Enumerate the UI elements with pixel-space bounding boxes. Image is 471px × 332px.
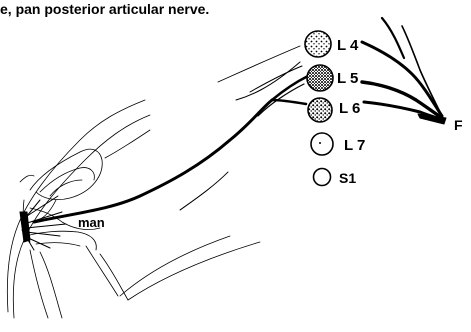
root-l4-circle [305,31,331,57]
root-l5-circle [307,65,333,91]
root-l7-circle [311,133,333,155]
articular-nerve-endings [20,196,66,250]
label-l7: L 7 [344,137,365,154]
label-femoral: F [454,117,463,133]
root-s1-circle [314,169,331,186]
posterior-articular-nerve [34,46,308,222]
femoral-nerve-roots [362,18,446,124]
label-s1: S1 [339,170,356,186]
root-l7-dot [319,142,321,144]
label-l6: L 6 [339,100,360,117]
root-l6-circle [308,98,332,122]
label-l4: L 4 [337,37,359,54]
label-man: man [78,215,105,230]
nerve-root-circles [305,31,333,186]
label-l5: L 5 [337,70,358,87]
knee-joint-outline [7,100,260,318]
